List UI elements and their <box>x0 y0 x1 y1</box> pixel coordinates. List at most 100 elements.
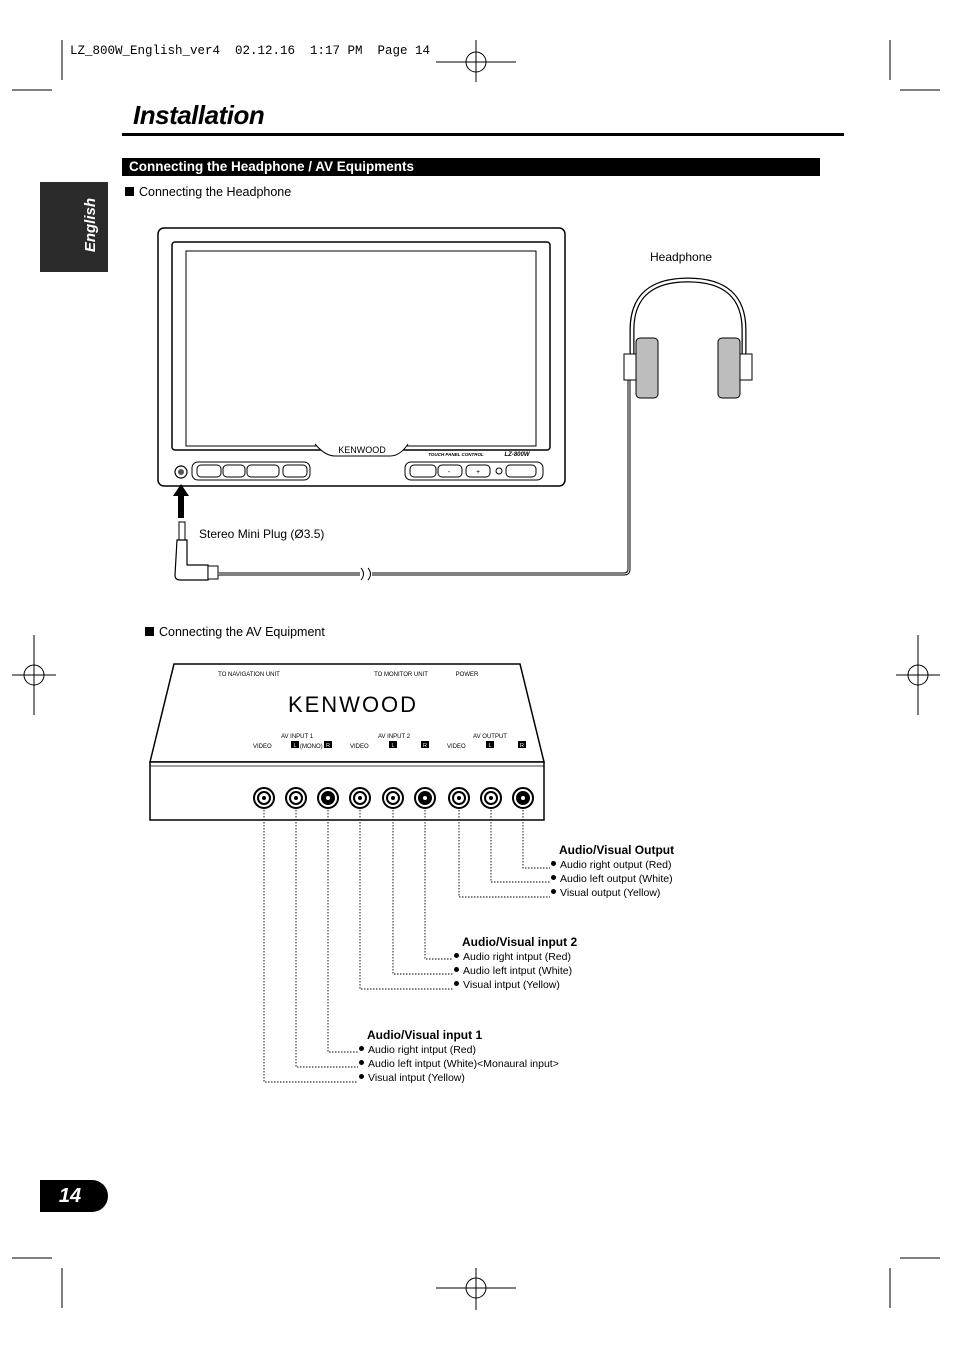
plug-body <box>174 539 209 581</box>
list-item: Audio left intput (White) <box>454 965 577 977</box>
page-number-tab <box>40 1180 108 1212</box>
plug-strain-relief <box>207 565 219 580</box>
bullet-icon <box>551 861 556 866</box>
svg-text:L: L <box>391 743 394 749</box>
button-6 <box>505 464 537 478</box>
unit-front <box>149 761 545 821</box>
list-item: Audio left intput (White)<Monaural input… <box>359 1058 559 1070</box>
bullet-icon <box>454 967 459 972</box>
left-earcup <box>635 337 659 399</box>
mono-label: (MONO) <box>300 744 323 750</box>
output-group: Audio/Visual Output Audio right output (… <box>551 843 674 899</box>
av-unit-diagram: TO NAVIGATION UNIT TO MONITOR UNIT POWER… <box>149 663 550 1083</box>
button-2 <box>222 464 246 478</box>
svg-text:L: L <box>293 743 296 749</box>
up-arrow-icon <box>173 484 189 518</box>
headphone-diagram: - + KENWOOD TOUCH PANEL CONTROL LZ-800W <box>157 227 753 581</box>
list-item: Visual intput (Yellow) <box>454 979 577 991</box>
list-item: Audio right intput (Red) <box>359 1044 559 1056</box>
input1-group-title: Audio/Visual input 1 <box>367 1028 483 1042</box>
headphone-subheading: Connecting the Headphone <box>125 185 291 199</box>
minus-glyph: - <box>448 469 451 476</box>
headphone-label: Headphone <box>650 250 713 264</box>
right-hinge <box>739 353 753 381</box>
channel-badges: L R L R L R <box>291 741 526 749</box>
volume-down-button <box>437 464 463 478</box>
headphone-jack-hole <box>178 469 184 475</box>
title-rule <box>122 133 844 136</box>
list-item: Audio left output (White) <box>551 873 674 885</box>
left-hinge <box>623 353 637 381</box>
bullet-icon <box>359 1074 364 1079</box>
indicator-led <box>495 467 503 475</box>
monitor-model: LZ-800W <box>504 452 530 458</box>
bullet-icon <box>454 981 459 986</box>
monitor-subtitle: TOUCH PANEL CONTROL <box>428 452 484 457</box>
svg-text:R: R <box>423 743 427 749</box>
list-item: Visual output (Yellow) <box>551 887 674 899</box>
svg-text:R: R <box>520 743 524 749</box>
monitor-logo-notch <box>314 443 409 457</box>
list-item: Visual intput (Yellow) <box>359 1072 559 1084</box>
power-port-label: POWER <box>456 672 479 678</box>
output-group-title: Audio/Visual Output <box>559 843 675 857</box>
button-3 <box>246 464 280 478</box>
rca-jack-pin <box>423 796 427 800</box>
video-label-3: VIDEO <box>447 744 466 750</box>
av-input2-label: AV INPUT 2 <box>378 734 411 740</box>
jack-labels: VIDEO VIDEO VIDEO (MONO) <box>253 744 466 750</box>
section-bar <box>122 158 820 176</box>
rca-jack-pin <box>457 796 461 800</box>
list-item: Audio right output (Red) <box>551 859 674 871</box>
page-title: Installation <box>133 100 265 130</box>
input2-group: Audio/Visual input 2 Audio right intput … <box>454 935 577 991</box>
av-subheading-text: Connecting the AV Equipment <box>159 625 325 639</box>
print-header: LZ_800W_English_ver4 02.12.16 1:17 PM Pa… <box>70 44 431 58</box>
cable-break-mark <box>360 567 371 581</box>
bullet-icon <box>359 1046 364 1051</box>
input1-group: Audio/Visual input 1 Audio right intput … <box>359 1028 559 1084</box>
monitor-screen <box>185 250 537 447</box>
av-output-label: AV OUTPUT <box>473 734 507 740</box>
svg-text:R: R <box>326 743 330 749</box>
button-4 <box>282 464 308 478</box>
bullet-icon <box>454 953 459 958</box>
plus-glyph: + <box>476 469 480 476</box>
av-input1-label: AV INPUT 1 <box>281 734 314 740</box>
button-1 <box>196 464 222 478</box>
button-5 <box>409 464 437 478</box>
rca-jack-pin <box>489 796 493 800</box>
unit-brand: KENWOOD <box>288 692 418 717</box>
leader-lines <box>263 810 550 1083</box>
video-label-2: VIDEO <box>350 744 369 750</box>
rca-jack-pin <box>294 796 298 800</box>
bullet-icon <box>551 889 556 894</box>
rca-jacks <box>253 787 534 809</box>
monitor-brand: KENWOOD <box>338 445 386 455</box>
rca-jack-pin <box>391 796 395 800</box>
rca-jack-pin <box>326 796 330 800</box>
bullet-icon <box>551 875 556 880</box>
right-earcup <box>717 337 741 399</box>
nav-port-label: TO NAVIGATION UNIT <box>218 672 280 678</box>
rca-jack-pin <box>262 796 266 800</box>
bullet-icon <box>359 1060 364 1065</box>
plug-label: Stereo Mini Plug (Ø3.5) <box>199 527 325 541</box>
av-subheading: Connecting the AV Equipment <box>145 625 325 639</box>
section-title: Connecting the Headphone / AV Equipments <box>129 159 415 174</box>
rca-jack-pin <box>521 796 525 800</box>
headphone-subheading-text: Connecting the Headphone <box>139 185 292 199</box>
input2-group-title: Audio/Visual input 2 <box>462 935 578 949</box>
rca-jack-pin <box>358 796 362 800</box>
list-item: Audio right intput (Red) <box>454 951 577 963</box>
video-label-1: VIDEO <box>253 744 272 750</box>
square-bullet-icon <box>125 187 134 196</box>
page-number: 14 <box>58 1185 82 1207</box>
monitor-port-label: TO MONITOR UNIT <box>374 672 428 678</box>
plug-tip <box>178 521 186 541</box>
svg-text:L: L <box>488 743 491 749</box>
square-bullet-icon <box>145 627 154 636</box>
language-tab <box>40 182 108 272</box>
volume-up-button <box>465 464 491 478</box>
